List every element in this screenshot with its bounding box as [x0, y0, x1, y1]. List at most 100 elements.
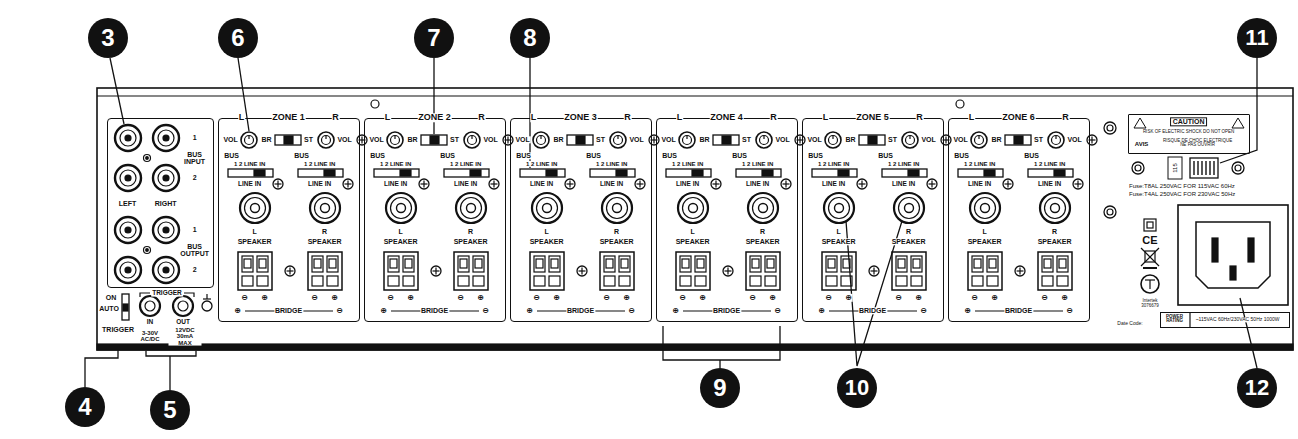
panel-marking: BUS: [661, 152, 678, 159]
callout-number: 3: [100, 26, 115, 50]
screw-slot: [423, 181, 424, 188]
rca-jack: [153, 257, 179, 283]
screw: [419, 179, 429, 189]
line-in-jack-ring: [315, 198, 336, 219]
terminal-screw: [1059, 259, 1066, 268]
volume-knob-notch: [1055, 136, 1056, 140]
input-select-switch: [590, 169, 635, 177]
panel-marking: BUS: [439, 152, 456, 159]
panel-marking: ⊕: [1060, 293, 1069, 301]
panel-marking: 1 2 LINE IN: [595, 160, 628, 166]
panel-marking: ⊕: [260, 293, 269, 301]
panel-marking: ST: [449, 136, 460, 143]
panel-marking: ⊖: [894, 293, 903, 301]
screw-slot: [507, 137, 508, 144]
rca-jack-ring: [120, 130, 136, 146]
line-in-jack: [970, 193, 1000, 223]
etl-mark-letters: [1149, 280, 1150, 289]
rca-jack: [153, 217, 179, 243]
panel-marking: ⊕: [330, 293, 339, 301]
panel-marking: L: [689, 228, 695, 235]
terminal-slot: [312, 256, 323, 272]
terminal-wire-hole: [826, 276, 837, 286]
terminal-screw: [828, 259, 835, 268]
panel-marking: Fuse:T8AL 250VAC FOR 115VAC 60Hz: [1128, 183, 1236, 189]
terminal-screw: [314, 259, 321, 268]
bridge-stereo-slider: [284, 136, 293, 144]
input-select-slider: [838, 170, 849, 176]
panel-marking: BUS: [369, 152, 386, 159]
terminal-wire-hole: [896, 276, 907, 286]
line-in-jack: [1040, 193, 1070, 223]
panel-marking: ⊖: [919, 306, 928, 314]
callout-number: 5: [162, 398, 177, 422]
callout-number: 6: [230, 26, 245, 50]
speaker-terminal: [308, 252, 342, 290]
zone-heading: ZONE 4: [709, 113, 744, 122]
panel-marking: 1 2 LINE IN: [887, 160, 920, 166]
input-select-switch: [520, 169, 565, 177]
chassis-screw: [1104, 122, 1116, 134]
voltage-selector-ridge: [1205, 161, 1206, 175]
zone-heading: ZONE 5: [855, 113, 890, 122]
trigger-mode-slider: [123, 304, 128, 311]
line-in-jack-hole: [1051, 204, 1060, 213]
panel-marking: ⊕: [963, 306, 972, 314]
zone-heading: ZONE 1: [271, 113, 306, 122]
screw-slot: [569, 181, 570, 188]
line-in-jack-hole: [981, 204, 990, 213]
screw: [565, 179, 575, 189]
panel-marking: TRIGGER: [151, 290, 183, 297]
ground-symbol: [206, 294, 207, 299]
panel-marking: Intertek 3076679: [1133, 299, 1167, 308]
volume-knob-cap: [614, 136, 623, 145]
panel-marking: SPEAKER: [1037, 238, 1073, 245]
panel-marking: R: [769, 113, 778, 122]
panel-marking: CAUTION: [1170, 117, 1208, 126]
input-select-switch: [958, 169, 1003, 177]
panel-marking: ⊕: [671, 306, 680, 314]
panel-marking: ⊕: [817, 306, 826, 314]
volume-knob: [1048, 132, 1064, 148]
panel-marking: LINE IN: [453, 180, 478, 187]
terminal-wire-hole: [312, 276, 323, 286]
line-in-jack-ring: [683, 198, 704, 219]
screw-slot: [347, 181, 348, 188]
panel-marking: SPEAKER: [453, 238, 489, 245]
screw-slot: [653, 137, 654, 144]
panel-marking: VOL: [482, 136, 498, 143]
line-in-jack: [310, 193, 340, 223]
warning-triangle: [1134, 118, 1146, 128]
panel-marking: BUS: [515, 152, 532, 159]
panel-marking: LINE IN: [745, 180, 770, 187]
panel-marking: R: [467, 228, 474, 235]
input-select-slider: [908, 170, 919, 176]
trigger-jack: [140, 296, 160, 316]
rca-jack-pin: [125, 175, 131, 181]
terminal-screw: [974, 259, 981, 268]
input-select-switch: [228, 169, 273, 177]
panel-marking: RISQUE DE CHOC ELECTRIQUE NE PAS OUVRIR: [1161, 139, 1235, 148]
rca-jack-ring: [158, 222, 174, 238]
panel-marking: BRIDGE: [858, 307, 887, 314]
rca-jack: [115, 217, 141, 243]
voltage-label-box: [1168, 157, 1182, 179]
volume-knob: [464, 132, 480, 148]
speaker-terminal: [892, 252, 926, 290]
volume-knob: [241, 132, 257, 148]
trigger-jack-hole: [145, 301, 155, 311]
rca-jack-pin: [163, 227, 169, 233]
panel-marking: ⊕: [698, 293, 707, 301]
callout-disc: [65, 387, 105, 427]
callout-number: 9: [712, 376, 727, 400]
rca-jack: [153, 165, 179, 191]
panel-marking: ⊖: [627, 306, 636, 314]
line-in-jack-hole: [251, 204, 260, 213]
rca-jack: [115, 125, 141, 151]
rca-jack-ring: [158, 130, 174, 146]
panel-marking: BUS OUTPUT: [179, 242, 211, 257]
volume-knob: [679, 132, 695, 148]
leader-line: [433, 58, 434, 134]
panel-art: [65, 18, 1293, 430]
